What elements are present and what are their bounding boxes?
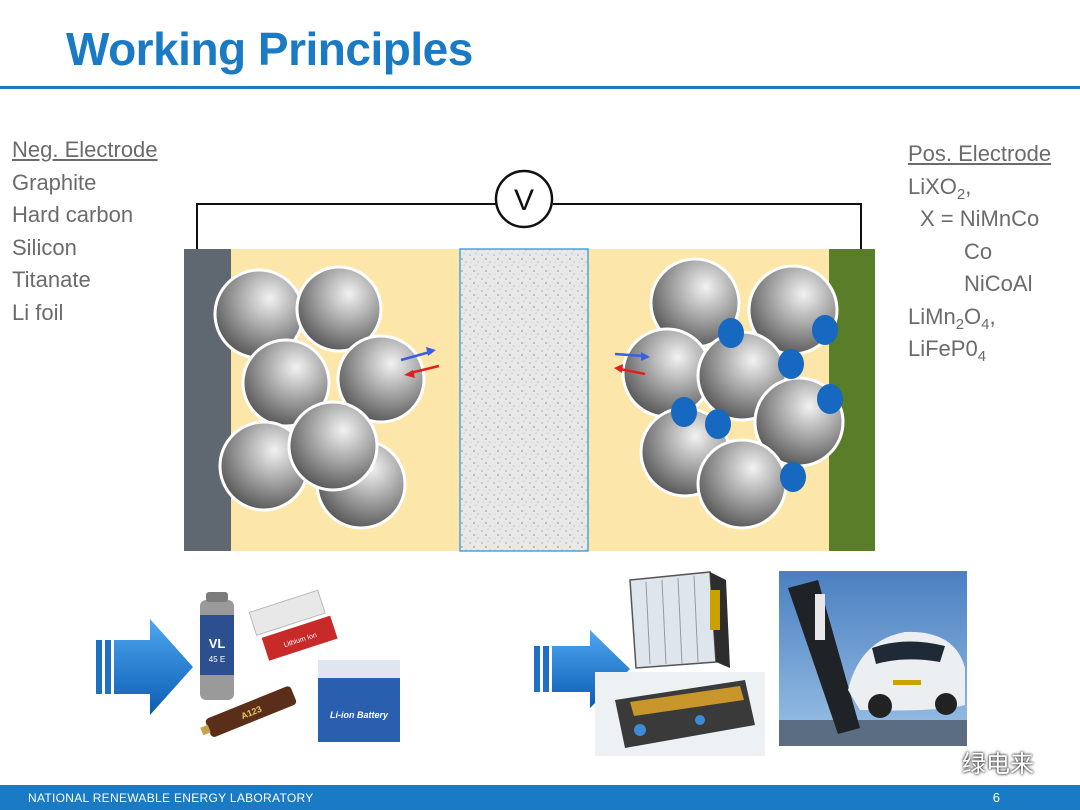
prismatic-cell-label: Li-ion Battery — [330, 710, 389, 720]
negative-electrode-heading: Neg. Electrode — [12, 137, 158, 162]
external-circuit — [196, 203, 862, 249]
slide-title: Working Principles — [66, 23, 473, 75]
watermark-text: 绿电来 — [962, 750, 1034, 778]
neg-material-li-foil: Li foil — [12, 299, 64, 325]
pos-material-lifepo4: LiFeP04 — [908, 336, 987, 365]
wechat-icon — [919, 749, 953, 773]
positive-electrode-list: Pos. Electrode LiXO2, X = NiMnCo Co NiCo… — [908, 138, 1051, 366]
pos-material-x-nimnco: X = NiMnCo — [920, 206, 1040, 231]
cell-label-45e: 45 E — [209, 655, 225, 664]
neg-material-silicon: Silicon — [12, 234, 77, 260]
negative-electrode-list: Neg. Electrode Graphite Hard carbon Sili… — [12, 134, 158, 329]
ion-flow-arrows-left — [400, 347, 440, 378]
voltmeter-label: V — [514, 184, 534, 217]
arrow-icon-left — [96, 619, 193, 715]
voltmeter: V — [494, 169, 554, 229]
pos-material-nicoal: NiCoAl — [964, 271, 1033, 296]
neg-material-hard-carbon: Hard carbon — [12, 202, 134, 227]
positive-electrode-heading: Pos. Electrode — [908, 141, 1052, 166]
footer-organization: NATIONAL RENEWABLE ENERGY LABORATORY — [28, 791, 314, 805]
neg-material-graphite: Graphite — [12, 169, 97, 195]
battery-pack-images — [595, 571, 765, 756]
footer-bar: NATIONAL RENEWABLE ENERGY LABORATORY 6 — [0, 785, 1080, 810]
title-divider — [0, 86, 1080, 89]
cell-label-vl: VL — [209, 636, 226, 651]
negative-active-particles — [213, 265, 426, 530]
separator — [459, 248, 589, 552]
ion-flow-arrows-right — [614, 352, 650, 376]
arrow-icon-right — [534, 630, 630, 708]
pos-material-lixo2: LiXO2, — [908, 173, 972, 203]
page-number: 6 — [992, 790, 1000, 805]
consumer-batteries-image: VL 45 E Lithium Ion Li-ion Battery A123 — [200, 589, 400, 742]
neg-material-titanate: Titanate — [12, 267, 91, 292]
pos-material-co: Co — [964, 238, 993, 264]
lithium-ions — [671, 315, 843, 492]
positive-active-particles — [621, 257, 845, 530]
electric-vehicle-image — [779, 571, 967, 746]
pos-material-limn2o4: LiMn2O4, — [908, 303, 996, 333]
